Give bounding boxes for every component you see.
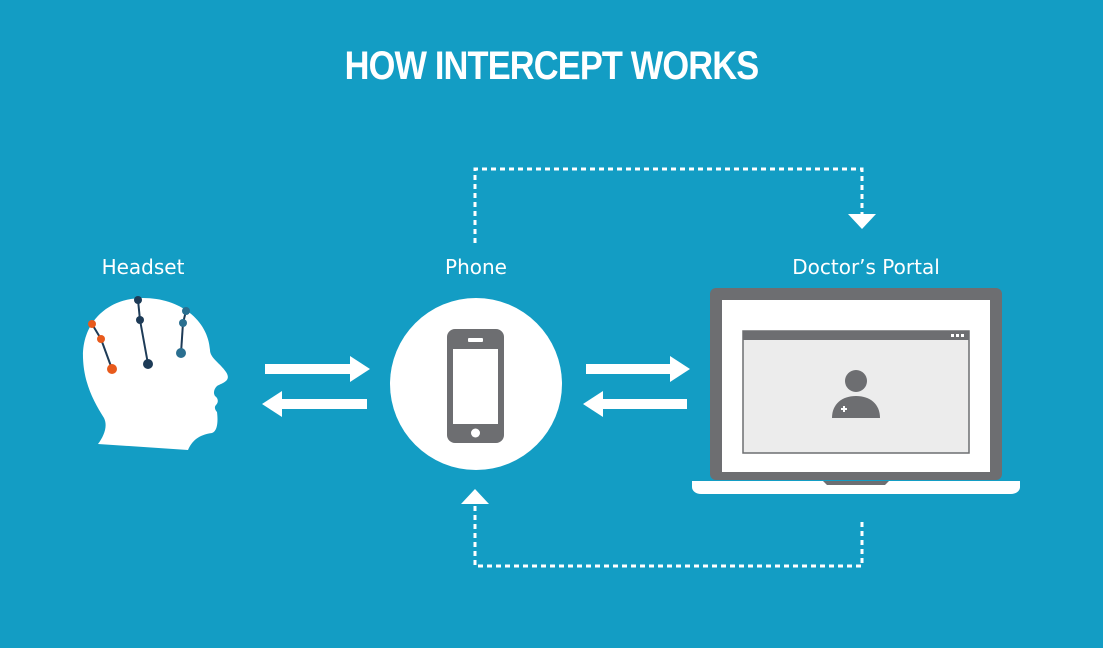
doctor-avatar-icon — [832, 370, 880, 418]
phone-label: Phone — [445, 255, 507, 279]
page-title: HOW INTERCEPT WORKS — [344, 44, 760, 88]
laptop-with-doctor-icon — [692, 288, 1020, 494]
phone-node — [390, 298, 562, 470]
electrode — [136, 316, 144, 324]
arrow-left-icon — [262, 391, 367, 417]
electrode — [88, 320, 96, 328]
arrow-right-icon — [586, 356, 690, 382]
portal-label: Doctor’s Portal — [792, 255, 940, 279]
electrode — [97, 335, 105, 343]
dotted-connector-top — [473, 167, 876, 243]
electrode — [134, 296, 142, 304]
electrode — [176, 348, 186, 358]
arrowhead-down-icon — [848, 214, 876, 229]
dotted-connector-bottom — [461, 489, 864, 568]
head-with-electrodes-icon — [82, 296, 228, 450]
arrow-right-icon — [265, 356, 370, 382]
electrode — [107, 364, 117, 374]
arrow-left-icon — [583, 391, 687, 417]
smartphone-icon — [447, 329, 504, 443]
headset-phone-arrows — [262, 356, 370, 417]
electrode — [182, 307, 190, 315]
phone-portal-arrows — [583, 356, 690, 417]
laptop-base — [692, 481, 1020, 494]
electrode — [143, 359, 153, 369]
arrowhead-up-icon — [461, 489, 489, 504]
browser-titlebar — [743, 331, 969, 340]
laptop-notch — [823, 481, 889, 485]
headset-label: Headset — [101, 255, 185, 279]
electrode — [179, 319, 187, 327]
